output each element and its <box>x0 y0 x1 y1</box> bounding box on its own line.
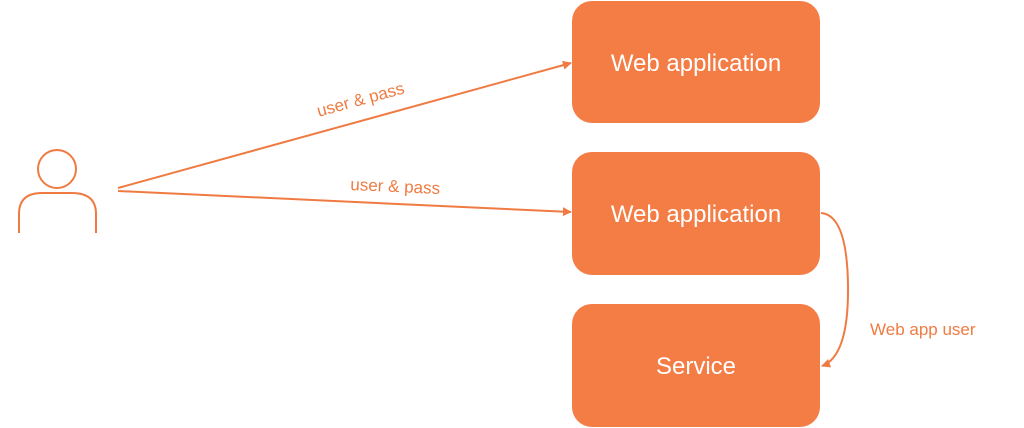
node-web-application-top-label: Web application <box>611 50 781 77</box>
node-service: Service <box>572 304 820 427</box>
edge-label-middle-to-service: Web app user <box>870 320 976 339</box>
arrow-user-to-middle-webapp <box>117 190 572 217</box>
node-web-application-top: Web application <box>572 1 820 123</box>
arrow-middle-webapp-to-service <box>820 212 850 368</box>
node-service-label: Service <box>656 353 736 380</box>
arrow-user-to-top-webapp <box>117 60 572 189</box>
node-web-application-middle: Web application <box>572 152 820 275</box>
user-icon <box>18 149 97 233</box>
edge-label-user-to-top: user & pass <box>315 79 407 121</box>
edge-label-user-to-middle: user & pass <box>350 175 441 198</box>
node-web-application-middle-label: Web application <box>611 201 781 228</box>
